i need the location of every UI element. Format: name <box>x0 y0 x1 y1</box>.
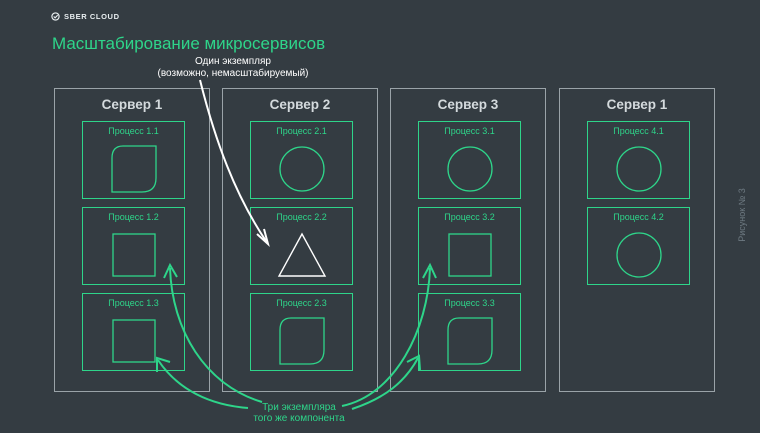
process-label: Процесс 1.3 <box>108 298 159 308</box>
process-3-3: Процесс 3.3 <box>418 293 521 371</box>
process-2-2: Процесс 2.2 <box>250 207 353 285</box>
process-2-1: Процесс 2.1 <box>250 121 353 199</box>
single-instance-note-line2: (возможно, немасштабируемый) <box>157 68 309 79</box>
process-3-1: Процесс 3.1 <box>418 121 521 199</box>
three-instances-note: Три экземпляра того же компонента <box>214 402 384 424</box>
process-label: Процесс 3.3 <box>444 298 495 308</box>
process-label: Процесс 1.2 <box>108 212 159 222</box>
server-1: Сервер 1 Процесс 1.1 Процесс 1.2 Процесс… <box>54 88 210 392</box>
process-1-2: Процесс 1.2 <box>82 207 185 285</box>
brand-name: SBER CLOUD <box>64 12 120 21</box>
server-2: Сервер 2 Процесс 2.1 Процесс 2.2 Процесс… <box>222 88 378 392</box>
process-1-3: Процесс 1.3 <box>82 293 185 371</box>
figure-label: Рисунок № 3 <box>737 188 747 242</box>
process-label: Процесс 2.3 <box>276 298 327 308</box>
server-3: Сервер 3 Процесс 3.1 Процесс 3.2 Процесс… <box>390 88 546 392</box>
circle-icon <box>447 146 493 192</box>
process-4-2: Процесс 4.2 <box>587 207 690 285</box>
sber-logo-icon <box>51 12 60 21</box>
process-label: Процесс 4.2 <box>613 212 664 222</box>
server-title: Сервер 1 <box>606 97 668 112</box>
process-label: Процесс 2.1 <box>276 126 327 136</box>
triangle-icon <box>277 232 327 277</box>
leaf-icon <box>279 317 325 365</box>
process-label: Процесс 1.1 <box>108 126 159 136</box>
process-2-3: Процесс 2.3 <box>250 293 353 371</box>
three-instances-note-line2: того же компонента <box>253 413 345 424</box>
server-title: Сервер 1 <box>101 97 163 112</box>
square-icon <box>112 319 156 363</box>
square-icon <box>448 233 492 277</box>
page-title: Масштабирование микросервисов <box>52 34 326 53</box>
three-instances-note-line1: Три экземпляра <box>262 402 336 413</box>
process-label: Процесс 3.1 <box>444 126 495 136</box>
process-label: Процесс 2.2 <box>276 212 327 222</box>
process-label: Процесс 4.1 <box>613 126 664 136</box>
single-instance-note: Один экземпляр (возможно, немасштабируем… <box>118 56 348 80</box>
server-4: Сервер 1 Процесс 4.1 Процесс 4.2 <box>559 88 715 392</box>
process-3-2: Процесс 3.2 <box>418 207 521 285</box>
single-instance-note-line1: Один экземпляр <box>194 56 271 67</box>
process-label: Процесс 3.2 <box>444 212 495 222</box>
leaf-icon <box>447 317 493 365</box>
circle-icon <box>616 146 662 192</box>
circle-icon <box>279 146 325 192</box>
square-icon <box>112 233 156 277</box>
process-4-1: Процесс 4.1 <box>587 121 690 199</box>
server-title: Сервер 2 <box>269 97 331 112</box>
brand: SBER CLOUD <box>51 12 120 21</box>
server-title: Сервер 3 <box>437 97 499 112</box>
leaf-icon <box>111 145 157 193</box>
circle-icon <box>616 232 662 278</box>
process-1-1: Процесс 1.1 <box>82 121 185 199</box>
